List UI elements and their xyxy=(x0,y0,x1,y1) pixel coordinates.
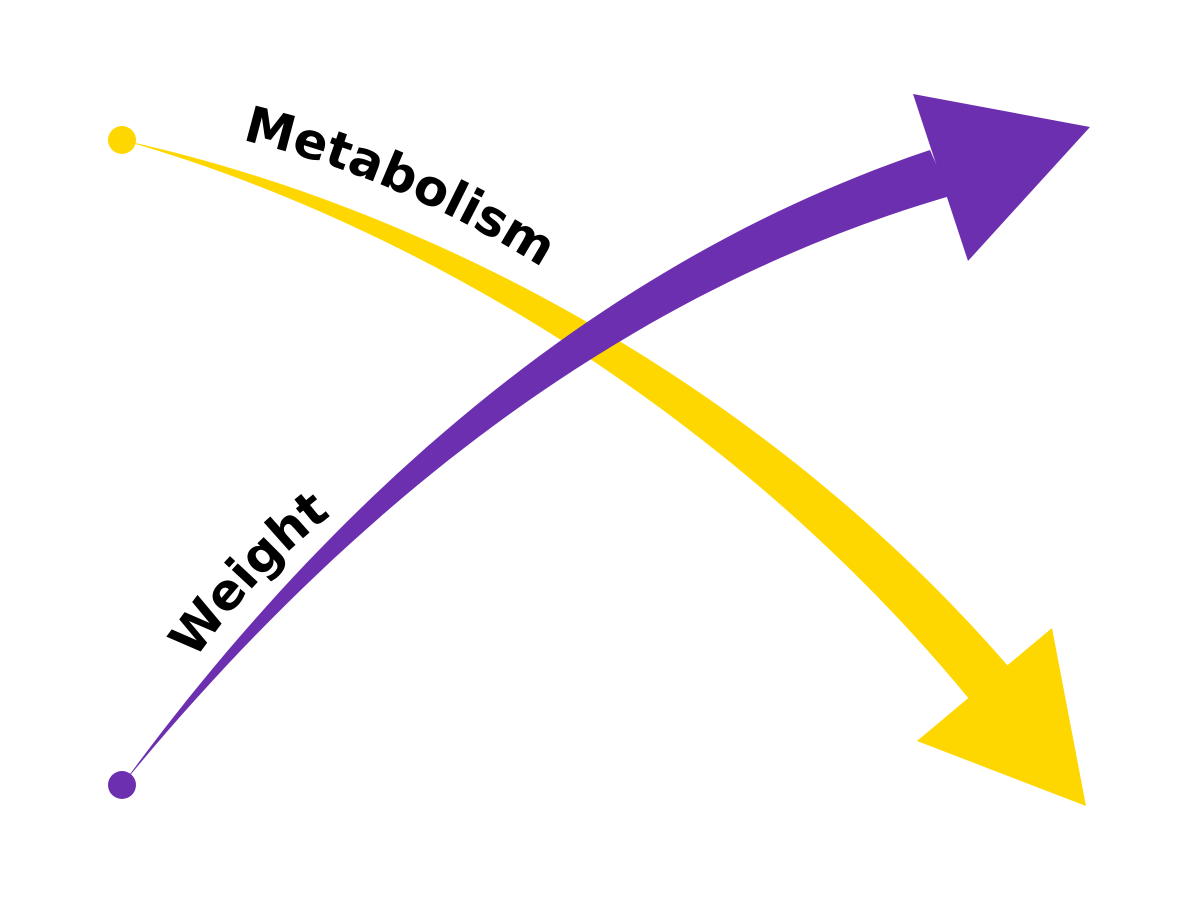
metabolism-label-text: Metabolism xyxy=(239,95,566,277)
weight-arrow-shaft xyxy=(122,150,950,785)
metabolism-arrow-head xyxy=(917,628,1086,806)
weight-start-dot xyxy=(108,771,136,799)
metabolism-label: Metabolism xyxy=(239,95,566,277)
metabolism-arrow-shaft xyxy=(122,140,1008,700)
weight-arrow-head xyxy=(913,94,1090,261)
metabolism-start-dot xyxy=(108,126,136,154)
